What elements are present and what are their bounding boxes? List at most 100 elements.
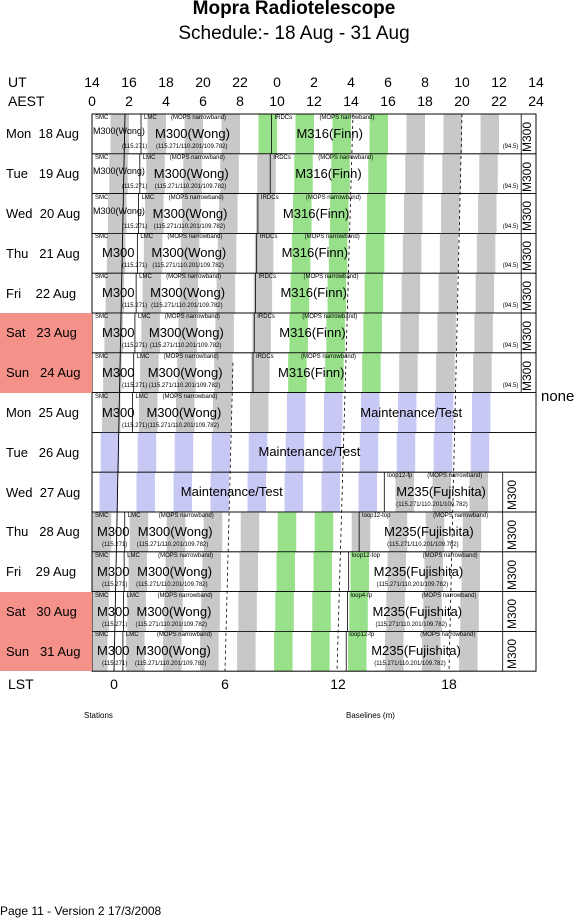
m300-vertical-label: M300 (505, 519, 520, 550)
freq-label: (115.271/110.201/109.782) (149, 343, 222, 349)
mops-label: (MOPS narrowband) (163, 353, 219, 360)
freq-label: (115.271) (122, 183, 148, 190)
mops-label: (MOPS narrowband) (157, 592, 213, 599)
m300-wong-label: M300(Wong) (153, 165, 229, 181)
observation-stripe (141, 313, 160, 353)
observation-stripe (359, 432, 379, 473)
observation-stripe (369, 114, 388, 154)
observation-stripe (126, 631, 145, 672)
lmc-label: LMC (127, 513, 141, 519)
observation-stripe (368, 153, 387, 194)
observation-stripe (404, 193, 423, 234)
ut-tick: 8 (421, 74, 429, 90)
observation-stripe (146, 153, 165, 194)
freq-label: (115.271/110.201/109.782) (153, 223, 226, 230)
freq-label: (115.271/110.201/109.782) (148, 382, 221, 389)
observation-stripe (211, 432, 231, 473)
observation-stripe (400, 313, 419, 353)
observation-stripe (221, 114, 240, 154)
observation-stripe (387, 551, 407, 592)
m300-vertical-label: M300 (520, 161, 535, 192)
m300-vertical-label: M300 (520, 280, 535, 311)
freq-label: (94.5) (502, 263, 519, 270)
observation-stripe (109, 153, 128, 194)
loop-label: loop12-fp (349, 632, 375, 639)
observation-stripe (220, 153, 239, 194)
mops-label: (MOPS narrowband) (319, 115, 375, 121)
m316-label: M316(Finn) (296, 126, 363, 141)
ut-tick: 0 (273, 74, 281, 90)
m300-vertical-label: M300 (520, 201, 535, 232)
mops-label: (MOPS narrowband) (171, 115, 227, 121)
freq-label: (94.5) (502, 303, 519, 310)
observation-stripe (330, 193, 349, 234)
m235-label: M235(Fujishita) (371, 643, 461, 659)
m235-label: M235(Fujishita) (384, 524, 474, 539)
observation-stripe (469, 472, 489, 512)
freq-label: (115.271/110.201/109.782) (152, 263, 224, 270)
ut-tick: 10 (454, 74, 470, 90)
observation-stripe (203, 512, 223, 552)
observation-stripe (433, 432, 453, 473)
observation-stripe (174, 432, 194, 473)
freq-label: (115.271/110.201/109.782) (396, 502, 468, 509)
day-label: Thu 21 Aug (6, 245, 80, 261)
freq-label: (115.271/110.201/109.782) (136, 581, 208, 588)
loop-label: loop12-top (351, 552, 381, 559)
observation-stripe (385, 631, 404, 672)
observation-stripe (106, 233, 126, 274)
m300-wong-label: M300(Wong) (148, 325, 224, 340)
observation-stripe (402, 233, 422, 274)
observation-stripe (101, 392, 121, 433)
aest-tick: 20 (454, 93, 470, 109)
observation-stripe (312, 591, 331, 632)
freq-label: (115.271/110.201/109.782) (374, 661, 446, 668)
m316-label: M316(Finn) (280, 285, 347, 301)
irdc-label: IRDCs (273, 154, 291, 161)
mops-label: (MOPS narrowband) (305, 194, 361, 201)
observation-stripe (313, 551, 333, 592)
lmc-label: LMC (144, 115, 157, 121)
smc-label: SMC (95, 393, 109, 400)
observation-stripe (252, 313, 271, 353)
aest-tick: 10 (269, 93, 285, 109)
day-label: Sat 30 Aug (0, 591, 92, 632)
observation-stripe (163, 631, 182, 672)
observation-stripe (215, 313, 234, 353)
m300-wong-label: M300(Wong) (146, 404, 222, 420)
observation-stripe (178, 313, 197, 353)
m300-vertical-label: M300 (520, 320, 535, 351)
mops-label: (MOPS narrowband) (156, 632, 212, 639)
ut-tick: 2 (310, 74, 318, 90)
observation-stripe (90, 591, 109, 632)
smc-label: SMC (95, 234, 109, 241)
m300-wong-label: M300(Wong) (155, 126, 230, 141)
m300-wong-label: M300(Wong) (93, 165, 145, 176)
m300-label: M300 (97, 563, 130, 579)
observation-stripe (470, 432, 490, 473)
lmc-label: LMC (135, 393, 149, 400)
mops-label: (MOPS narrowband) (158, 552, 214, 559)
observation-stripe (327, 273, 347, 313)
observation-stripe (184, 114, 203, 154)
observation-stripe (322, 432, 342, 473)
ut-tick: 14 (84, 74, 100, 90)
smc-label: SMC (95, 552, 109, 559)
mops-label: (MOPS narrowband) (167, 234, 223, 241)
m300-wong-label: M300(Wong) (93, 205, 145, 216)
mops-label: (MOPS narrowband) (166, 274, 222, 281)
observation-stripe (166, 512, 186, 552)
observation-stripe (425, 512, 445, 552)
freq-label: (94.5) (502, 343, 519, 349)
observation-stripe (364, 273, 384, 313)
m300-label: M300 (97, 524, 130, 539)
m316-label: M316(Finn) (282, 205, 350, 221)
aest-tick: 18 (417, 93, 433, 109)
observation-stripe (92, 512, 112, 552)
observation-stripe (423, 591, 442, 632)
observation-stripe (165, 551, 185, 592)
observation-stripe (406, 114, 425, 154)
observation-stripe (363, 313, 382, 353)
lmc-label: LMC (141, 194, 155, 201)
